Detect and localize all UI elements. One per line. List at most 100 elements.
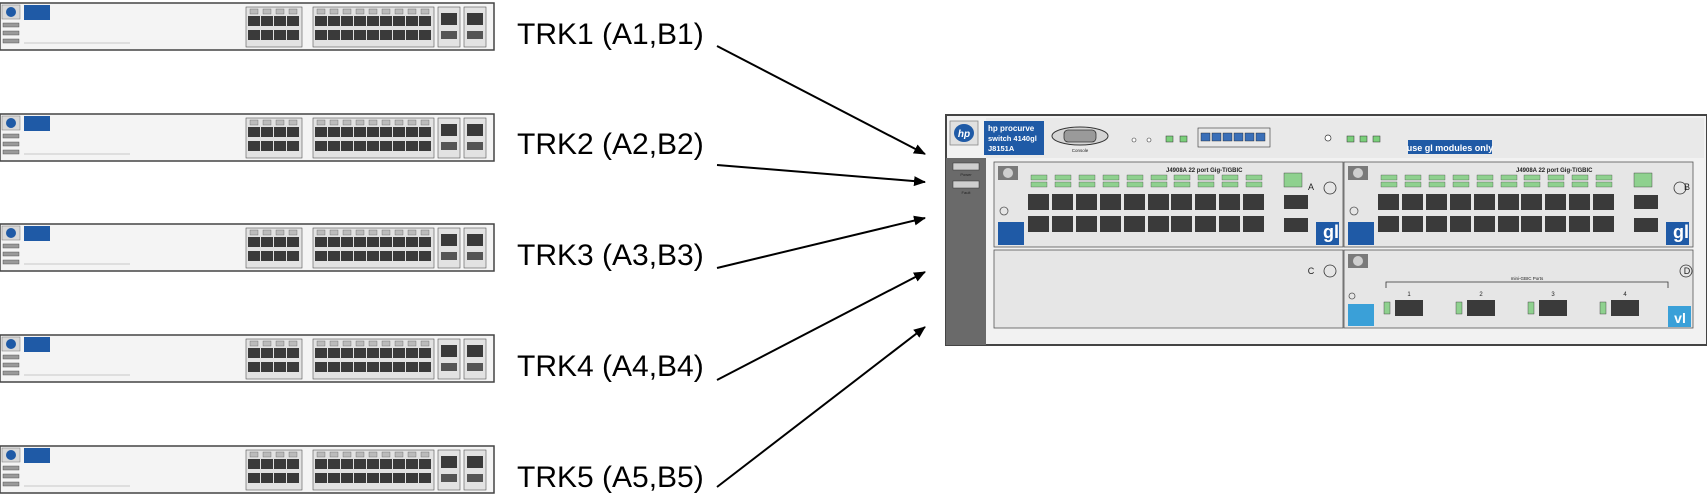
- rj45-port: [248, 30, 260, 40]
- rj45-port: [419, 237, 431, 247]
- rj45-port: [261, 141, 273, 151]
- rj45-port: [287, 362, 299, 372]
- rj45-port: [1219, 194, 1240, 210]
- rj45-port: [248, 362, 260, 372]
- slot-letter-ring: [1323, 264, 1337, 278]
- rj45-port: [419, 459, 431, 469]
- edge-switch-4: [0, 334, 495, 383]
- trunk-arrow-3: [716, 215, 926, 269]
- rj45-port: [328, 473, 340, 483]
- rj45-port: [261, 459, 273, 469]
- rj45-port: [261, 473, 273, 483]
- rj45-port: [1593, 216, 1614, 232]
- edge-brand-badge: [24, 5, 50, 20]
- trunk-arrow-1: [716, 45, 926, 155]
- rj45-port: [1124, 194, 1145, 210]
- uplink-port: [467, 13, 483, 25]
- rj45-port: [1148, 194, 1169, 210]
- rj45-port: [419, 16, 431, 26]
- module-badge-small: [998, 222, 1024, 245]
- rj45-port: [1028, 216, 1049, 232]
- power-led-block: [952, 162, 980, 171]
- edge-switch-2: [0, 113, 495, 162]
- module-d-port-2-label: 2: [1479, 292, 1483, 298]
- gbic-port: [1634, 195, 1658, 209]
- rj45-port: [328, 30, 340, 40]
- rj45-port: [1171, 216, 1192, 232]
- rj45-port: [419, 473, 431, 483]
- status-led-group: [1197, 127, 1271, 148]
- rj45-port: [419, 141, 431, 151]
- rj45-port: [1498, 216, 1519, 232]
- rj45-port: [1498, 194, 1519, 210]
- rj45-port: [315, 459, 327, 469]
- rj45-port: [328, 459, 340, 469]
- rj45-port: [354, 362, 366, 372]
- uplink-port: [441, 345, 457, 357]
- rj45-port: [419, 251, 431, 261]
- status-led: [1244, 132, 1255, 142]
- edge-switch-1: [0, 2, 495, 51]
- rj45-port: [393, 459, 405, 469]
- rj45-port: [341, 127, 353, 137]
- rj45-port: [354, 251, 366, 261]
- rj45-port: [393, 141, 405, 151]
- trunk-label-5: TRK5 (A5,B5): [517, 461, 704, 494]
- module-b-title: J4908A 22 port Gig-T/GBIC: [1516, 168, 1593, 174]
- gbic-slot: [467, 252, 483, 260]
- rj45-port: [419, 30, 431, 40]
- rj45-port: [261, 127, 273, 137]
- rj45-port: [261, 16, 273, 26]
- rj45-port: [380, 459, 392, 469]
- mini-gbic-port: [1395, 300, 1423, 316]
- rj45-port: [315, 348, 327, 358]
- status-led: [1233, 132, 1244, 142]
- rj45-port: [1052, 216, 1073, 232]
- rj45-port: [380, 16, 392, 26]
- rj45-port: [287, 459, 299, 469]
- mini-gbic-bracket: [1385, 281, 1669, 288]
- rj45-port: [367, 237, 379, 247]
- rj45-port: [367, 141, 379, 151]
- rj45-port: [367, 473, 379, 483]
- uplink-port: [467, 124, 483, 136]
- uplink-port: [441, 13, 457, 25]
- rj45-port: [287, 127, 299, 137]
- rj45-port: [1076, 216, 1097, 232]
- rj45-port: [393, 473, 405, 483]
- rj45-port: [287, 348, 299, 358]
- rj45-port: [248, 473, 260, 483]
- rj45-port: [274, 237, 286, 247]
- rj45-port: [1545, 216, 1566, 232]
- rj45-port: [406, 251, 418, 261]
- rj45-port: [419, 127, 431, 137]
- rj45-port: [274, 348, 286, 358]
- edge-switch-3: [0, 223, 495, 272]
- vl-badge: [1668, 306, 1691, 327]
- rj45-port: [380, 348, 392, 358]
- module-a-badge-text: gl: [1323, 222, 1339, 242]
- gbic-port: [1634, 218, 1658, 232]
- module-slot-d: [1343, 249, 1694, 329]
- rj45-port: [406, 141, 418, 151]
- rj45-port: [354, 459, 366, 469]
- trunk-arrow-4: [716, 271, 926, 381]
- module-slot-b: [1343, 161, 1694, 248]
- rj45-port: [341, 30, 353, 40]
- rj45-port: [341, 348, 353, 358]
- rj45-port: [1378, 194, 1399, 210]
- notice-badge: [1408, 140, 1492, 154]
- rj45-port: [1521, 194, 1542, 210]
- rj45-port: [354, 473, 366, 483]
- hp-logo-icon: [954, 124, 974, 142]
- svg-text:hp: hp: [958, 129, 970, 140]
- module-d-port-1-label: 1: [1407, 292, 1411, 298]
- rj45-port: [248, 348, 260, 358]
- trunk-arrow-2: [716, 164, 926, 187]
- rj45-port: [1378, 216, 1399, 232]
- rj45-port: [354, 141, 366, 151]
- rj45-port: [328, 348, 340, 358]
- status-led: [1222, 132, 1233, 142]
